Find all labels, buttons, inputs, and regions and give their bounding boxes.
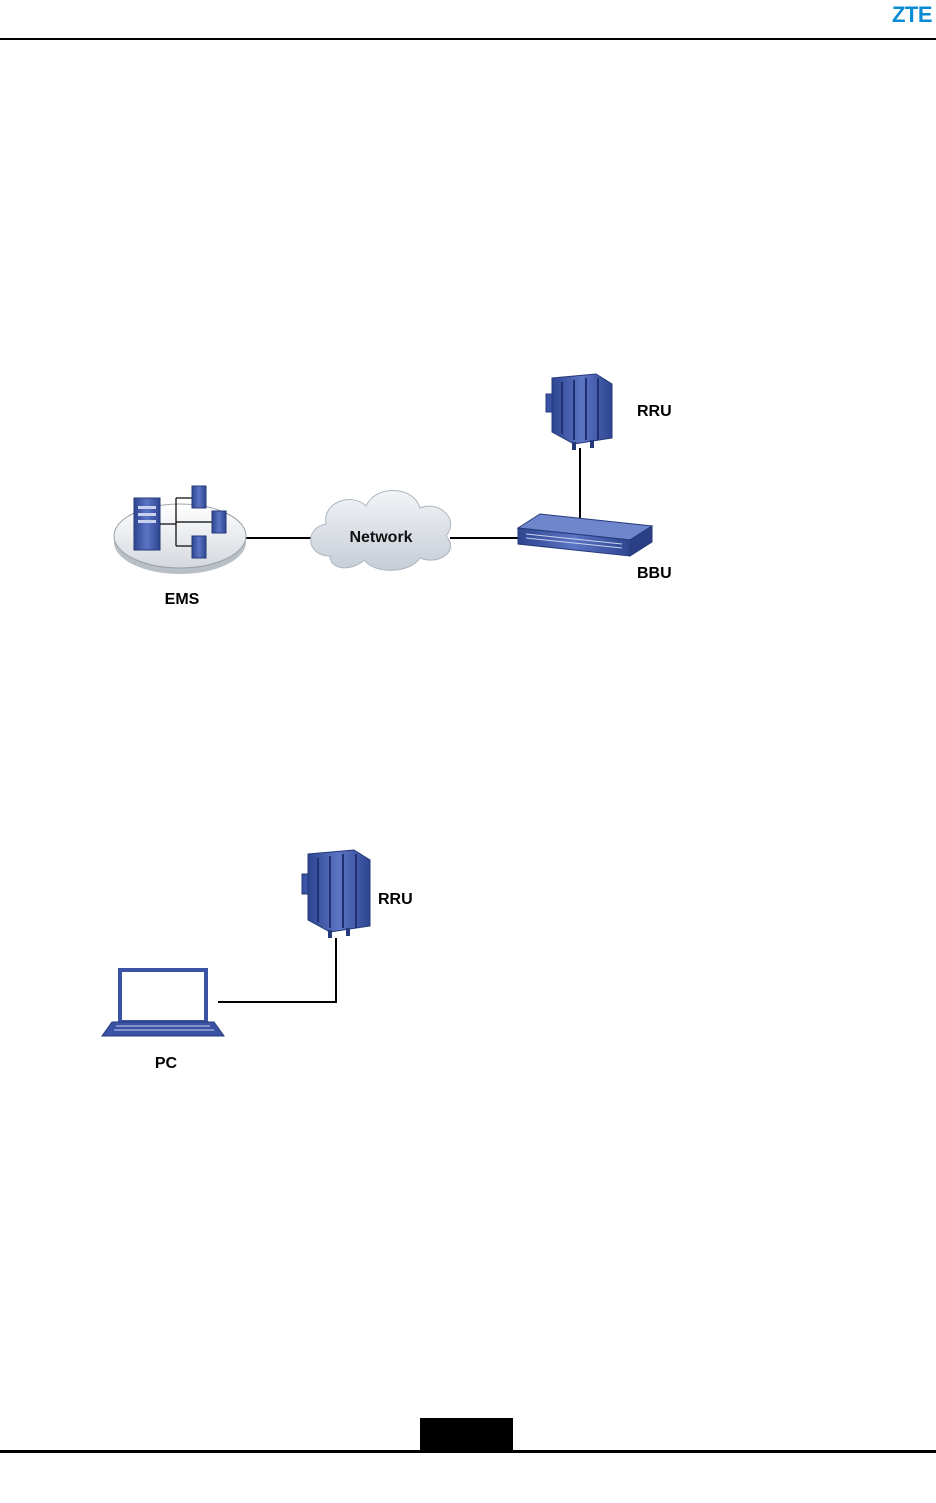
rru-device-icon — [546, 374, 612, 450]
header-rule — [0, 38, 936, 40]
page-number-box — [420, 1418, 513, 1452]
ems-label: EMS — [165, 591, 200, 608]
rru-label: RRU — [378, 891, 413, 908]
network-label: Network — [349, 529, 412, 546]
pc-rru-diagram: RRU PC — [0, 840, 936, 1080]
ems-network-diagram-svg: Network EMS BBU RRU — [0, 360, 936, 620]
bbu-rack-unit-icon — [518, 514, 652, 556]
network-cloud-icon: Network — [311, 490, 451, 570]
page-footer — [0, 1418, 936, 1458]
bbu-label: BBU — [637, 565, 672, 582]
ems-network-diagram: Network EMS BBU RRU — [0, 360, 936, 620]
link-pc-rru — [218, 938, 336, 1002]
ems-server-cluster-icon — [114, 486, 246, 574]
zte-logo: ZTE — [892, 2, 932, 28]
laptop-pc-icon — [102, 970, 224, 1036]
rru-label: RRU — [637, 403, 672, 420]
page-header: ZTE — [0, 0, 936, 42]
pc-label: PC — [155, 1055, 178, 1072]
footer-rule — [0, 1450, 936, 1453]
pc-rru-diagram-svg: RRU PC — [0, 840, 936, 1080]
rru-device-icon — [302, 850, 370, 938]
